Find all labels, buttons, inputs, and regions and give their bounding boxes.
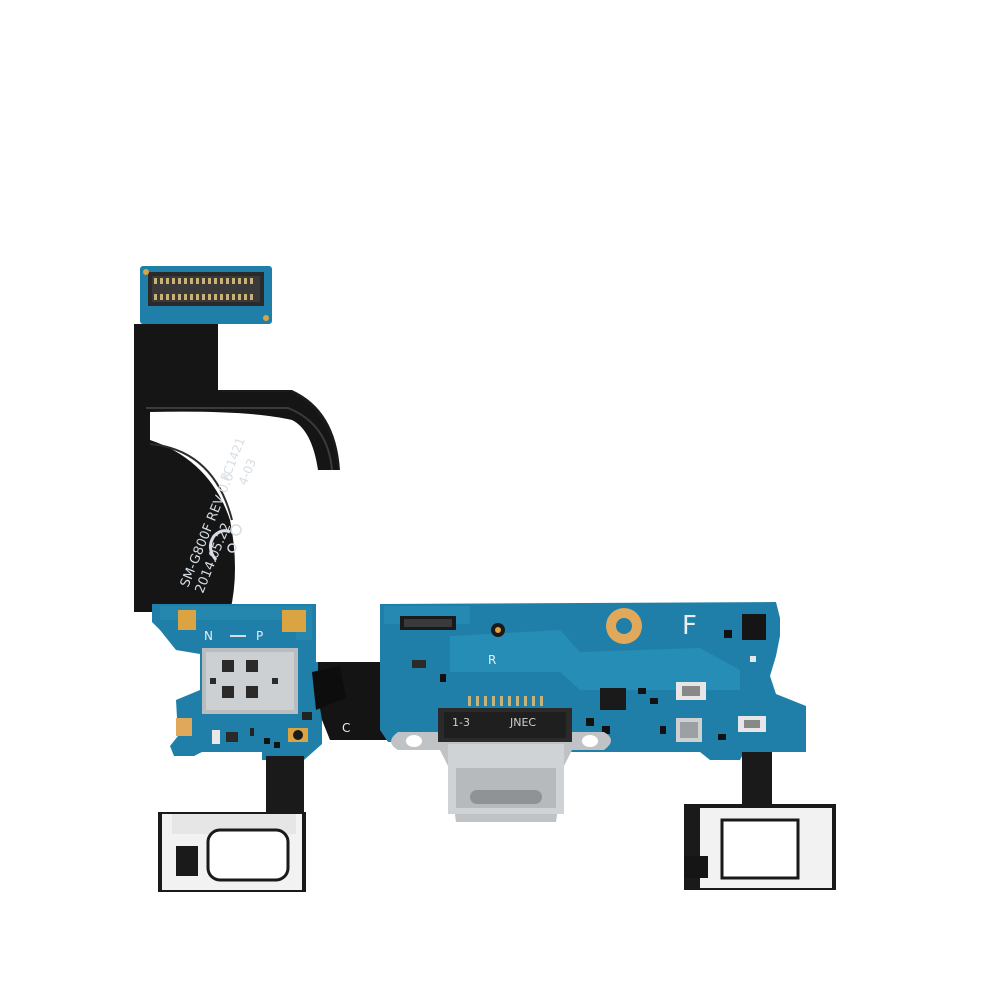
port-label-right: JNEC (509, 716, 536, 729)
top-connector-board (140, 266, 272, 324)
flex-cable-body (134, 324, 338, 612)
connector-pins (154, 278, 253, 300)
right-sensor-assembly (684, 752, 836, 890)
samsung-logo-mark (209, 524, 242, 561)
pcb-label-p: P (256, 629, 263, 643)
usb-c-port: 1-3 JNEC (391, 696, 611, 822)
microphone-module (202, 648, 298, 714)
pcb-label-r: R (488, 653, 496, 667)
main-pcb-components (412, 608, 766, 742)
port-label-left: 1-3 (452, 716, 470, 729)
pcb-label-f: F (682, 611, 697, 641)
left-smd-components (176, 712, 312, 748)
left-sensor-assembly (158, 756, 306, 892)
pcb-label-n: N (204, 629, 213, 643)
flex-cable-outline (146, 407, 333, 471)
pcb-label-c: C (342, 721, 350, 735)
